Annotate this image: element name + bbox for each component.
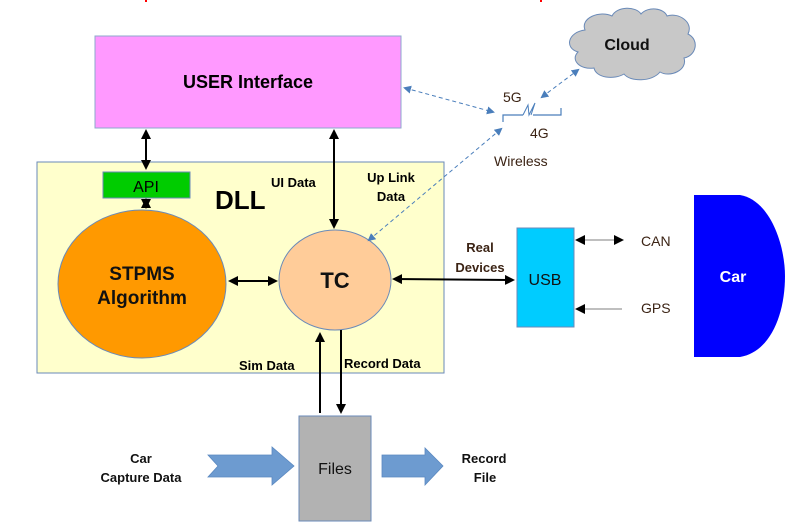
real-devices-label-line2: Devices [455, 260, 504, 275]
record-file-label-line1: Record [462, 451, 507, 466]
files-label: Files [318, 461, 352, 478]
cloud-label: Cloud [604, 37, 649, 54]
record-data-label: Record Data [344, 356, 421, 371]
record-file-label-line2: File [474, 470, 496, 485]
car-node[interactable] [694, 195, 785, 357]
gps-label: GPS [641, 300, 671, 316]
car-capture-label-line2: Capture Data [101, 470, 183, 485]
up-link-label-line2: Data [377, 189, 406, 204]
wireless-label: Wireless [494, 153, 548, 169]
user-interface-box[interactable] [94, 35, 402, 129]
car-capture-label-line1: Car [130, 451, 152, 466]
record-file-block-arrow [381, 447, 444, 487]
tc-label: TC [320, 268, 349, 293]
car-label: Car [720, 269, 747, 286]
api-label: API [133, 179, 159, 196]
up-link-label-line1: Up Link [367, 170, 415, 185]
user-interface-label: USER Interface [183, 72, 313, 92]
four-g-label: 4G [530, 125, 549, 141]
wireless-cloud-dashed-link [540, 68, 580, 99]
red-mark [145, 0, 147, 2]
dll-label: DLL [215, 185, 266, 215]
stpms-algorithm-node[interactable] [57, 209, 227, 359]
sim-data-label: Sim Data [239, 358, 295, 373]
wireless-symbol-icon [502, 102, 562, 122]
red-mark [540, 0, 542, 2]
ui-data-label: UI Data [271, 175, 317, 190]
real-devices-label-line1: Real [466, 240, 493, 255]
stpms-label-line2: Algorithm [97, 288, 187, 309]
usb-box[interactable] [516, 227, 575, 328]
ui-wireless-dashed-link [403, 85, 495, 115]
files-box[interactable] [298, 415, 372, 522]
car-capture-block-arrow [207, 446, 295, 486]
tc-wireless-dashed-link [367, 127, 503, 242]
tc-usb-arrow [392, 274, 515, 285]
five-g-label: 5G [503, 89, 522, 105]
usb-label: USB [529, 272, 562, 289]
cloud-node[interactable] [569, 7, 696, 81]
tc-node[interactable] [278, 229, 392, 331]
can-label: CAN [641, 233, 671, 249]
stpms-label-line1: STPMS [109, 264, 174, 285]
